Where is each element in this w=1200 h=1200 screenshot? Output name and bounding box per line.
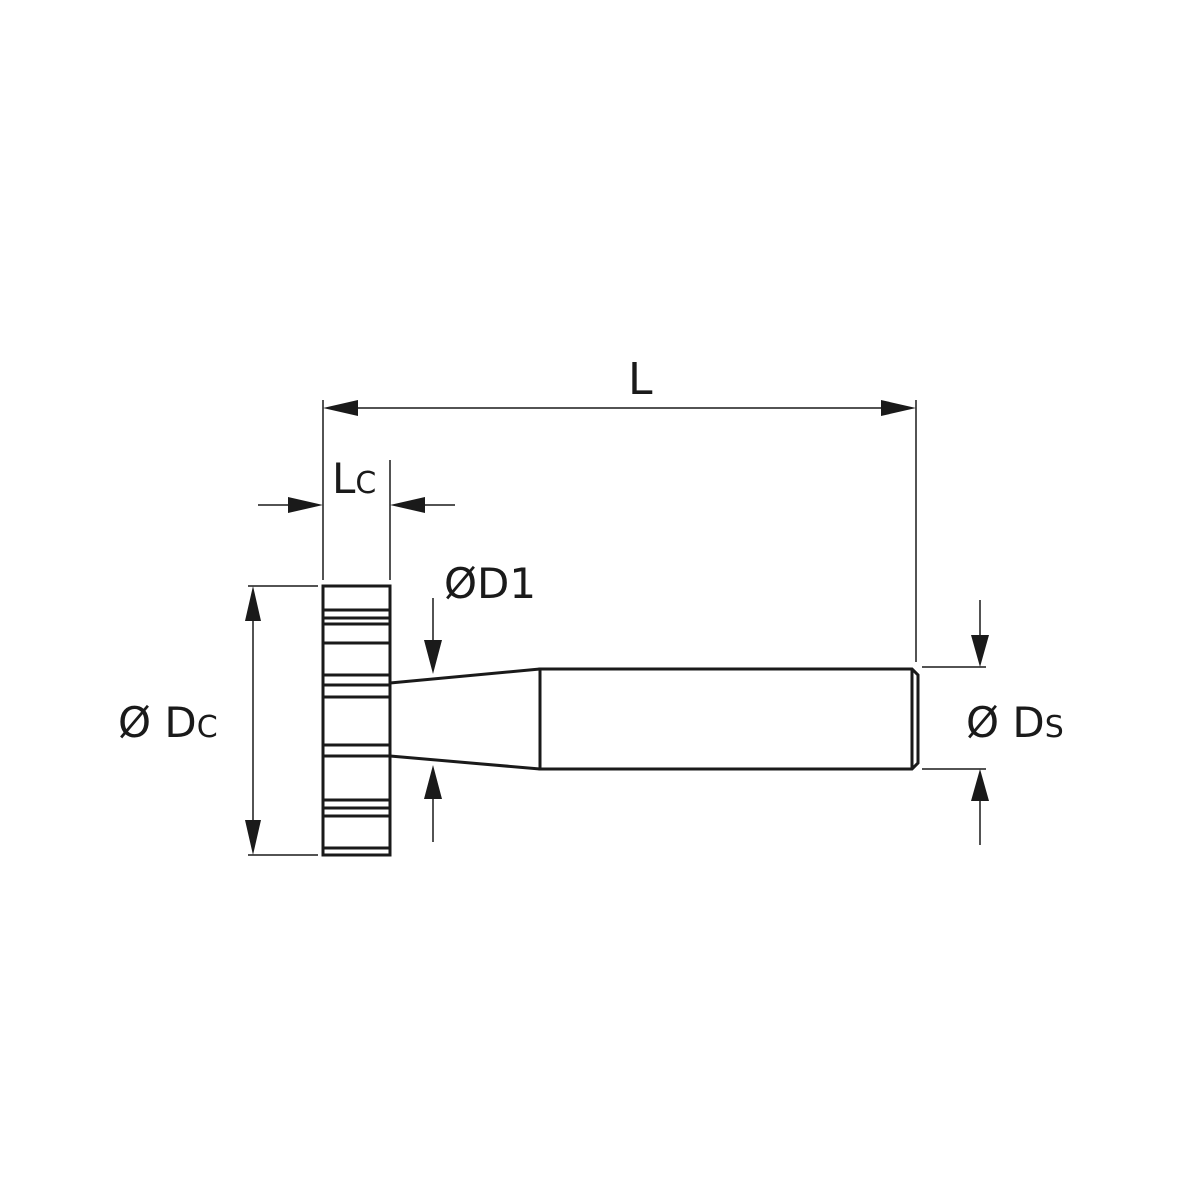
arrow-Dc-top xyxy=(245,586,261,621)
arrow-Ds-bottom xyxy=(971,769,989,801)
label-Dc-main: Ø D xyxy=(118,698,197,747)
arrow-Ds-top xyxy=(971,635,989,667)
tool-shank xyxy=(538,667,920,771)
label-Dc: Ø DC xyxy=(118,702,218,744)
cutter-head xyxy=(321,584,392,857)
arrow-Lc-left xyxy=(288,497,323,513)
tool-neck xyxy=(389,667,541,771)
label-Ds: Ø DS xyxy=(966,702,1064,744)
arrow-Lc-right xyxy=(390,497,425,513)
label-Ds-main: Ø D xyxy=(966,698,1045,747)
arrow-Dc-bottom xyxy=(245,820,261,855)
label-D1: ØD1 xyxy=(444,563,536,605)
arrow-D1-bottom xyxy=(424,765,442,799)
label-Lc-sub: C xyxy=(355,466,377,501)
label-Ds-sub: S xyxy=(1044,710,1064,745)
arrow-D1-top xyxy=(424,640,442,674)
label-D1-text: ØD1 xyxy=(444,559,537,608)
label-L: L xyxy=(628,358,653,402)
label-Lc-main: L xyxy=(332,454,356,503)
extension-lines xyxy=(248,400,986,856)
dimension-arrows xyxy=(245,400,989,855)
label-Dc-sub: C xyxy=(196,710,218,745)
arrow-L-left xyxy=(323,400,358,416)
label-L-text: L xyxy=(628,354,653,405)
arrow-L-right xyxy=(881,400,916,416)
label-Lc: LC xyxy=(332,458,376,500)
